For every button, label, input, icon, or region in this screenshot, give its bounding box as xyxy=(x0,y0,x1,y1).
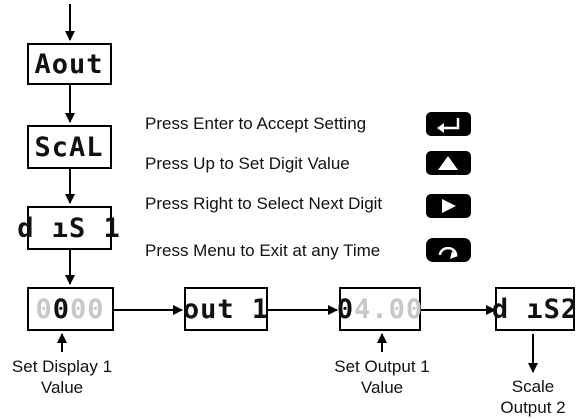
label-set-display-value: Value xyxy=(41,378,83,397)
instruction-right: Press Right to Select Next Digit xyxy=(145,194,382,213)
display-dis1-text: d ıS 1 xyxy=(17,213,121,244)
value1-digits-dim-b: 00 xyxy=(70,294,105,325)
svg-text:04.00: 04.00 xyxy=(337,294,423,325)
display-out1: out 1 xyxy=(183,287,269,331)
display-value1: 0000 xyxy=(27,287,114,331)
label-set-display-1: Set Display 1 xyxy=(12,357,112,376)
menu-icon xyxy=(426,238,471,262)
label-set-output-value: Value xyxy=(361,378,403,397)
right-arrow-icon xyxy=(426,194,471,218)
instruction-menu: Press Menu to Exit at any Time xyxy=(145,241,380,260)
value2-digits-dim: 4.00 xyxy=(354,294,423,325)
display-dis2-text: d ıS2 xyxy=(492,294,576,325)
instruction-enter: Press Enter to Accept Setting xyxy=(145,114,366,133)
label-output-2: Output 2 xyxy=(500,398,565,417)
display-aout-text: Aout xyxy=(34,49,103,80)
enter-icon xyxy=(426,112,471,136)
value2-digit-active: 0 xyxy=(337,294,354,325)
svg-text:0000: 0000 xyxy=(35,294,104,325)
display-scal-text: ScAL xyxy=(34,132,103,163)
label-set-output-1: Set Output 1 xyxy=(334,357,429,376)
up-arrow-icon xyxy=(426,151,471,175)
display-out1-text: out 1 xyxy=(183,294,269,325)
display-value2: 04.00 xyxy=(337,287,423,331)
display-scal: ScAL xyxy=(27,125,112,169)
instruction-up: Press Up to Set Digit Value xyxy=(145,154,350,173)
display-dis1: d ıS 1 xyxy=(17,206,121,250)
label-scale: Scale xyxy=(512,377,555,396)
display-dis2: d ıS2 xyxy=(492,287,576,331)
value1-digit-dim-a: 0 xyxy=(35,294,52,325)
value1-digit-active: 0 xyxy=(53,294,70,325)
display-aout: Aout xyxy=(27,43,112,85)
